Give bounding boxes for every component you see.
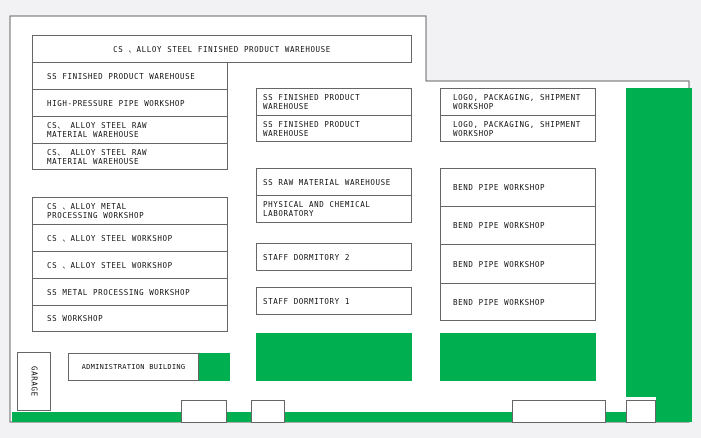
building-left2-4[interactable]: SS WORKSHOP [32, 305, 228, 332]
building-right-2[interactable]: BEND PIPE WORKSHOP [440, 168, 596, 207]
building-middle-5[interactable]: STAFF DORMITORY 1 [256, 287, 412, 315]
building-right-5[interactable]: BEND PIPE WORKSHOP [440, 283, 596, 321]
building-left2-2[interactable]: CS 、ALLOY STEEL WORKSHOP [32, 251, 228, 279]
building-right-3[interactable]: BEND PIPE WORKSHOP [440, 206, 596, 245]
building-admin[interactable]: ADMINISTRATION BUILDING [68, 353, 199, 381]
building-left2-1[interactable]: CS 、ALLOY STEEL WORKSHOP [32, 224, 228, 252]
gate-booth-2[interactable] [251, 400, 285, 423]
building-right-1[interactable]: LOGO, PACKAGING, SHIPMENT WORKSHOP [440, 115, 596, 142]
building-middle-3[interactable]: PHYSICAL AND CHEMICAL LABORATORY [256, 195, 412, 223]
green-strip-bottom [12, 412, 692, 422]
green-area-admin [198, 353, 230, 381]
building-left-2[interactable]: CS、 ALLOY STEEL RAW MATERIAL WAREHOUSE [32, 116, 228, 144]
building-middle-2[interactable]: SS RAW MATERIAL WAREHOUSE [256, 168, 412, 196]
building-right-0[interactable]: LOGO, PACKAGING, SHIPMENT WORKSHOP [440, 88, 596, 116]
building-middle-4[interactable]: STAFF DORMITORY 2 [256, 243, 412, 271]
building-middle-0[interactable]: SS FINISHED PRODUCT WAREHOUSE [256, 88, 412, 116]
building-left-3[interactable]: CS、 ALLOY STEEL RAW MATERIAL WAREHOUSE [32, 143, 228, 170]
building-garage[interactable]: GARAGE [17, 352, 51, 411]
gate-booth-4[interactable] [626, 400, 656, 423]
gate-booth-1[interactable] [181, 400, 227, 423]
building-left2-0[interactable]: CS 、ALLOY METAL PROCESSING WORKSHOP [32, 197, 228, 225]
building-left-0[interactable]: SS FINISHED PRODUCT WAREHOUSE [32, 62, 228, 90]
building-middle-1[interactable]: SS FINISHED PRODUCT WAREHOUSE [256, 115, 412, 142]
building-left2-3[interactable]: SS METAL PROCESSING WORKSHOP [32, 278, 228, 306]
gate-booth-3[interactable] [512, 400, 606, 423]
green-area-middle [256, 333, 412, 381]
building-right-4[interactable]: BEND PIPE WORKSHOP [440, 244, 596, 284]
building-left-1[interactable]: HIGH-PRESSURE PIPE WORKSHOP [32, 89, 228, 117]
building-top-warehouse[interactable]: CS 、ALLOY STEEL FINISHED PRODUCT WAREHOU… [32, 35, 412, 63]
green-area-right [440, 333, 596, 381]
green-strip-right [626, 88, 692, 422]
